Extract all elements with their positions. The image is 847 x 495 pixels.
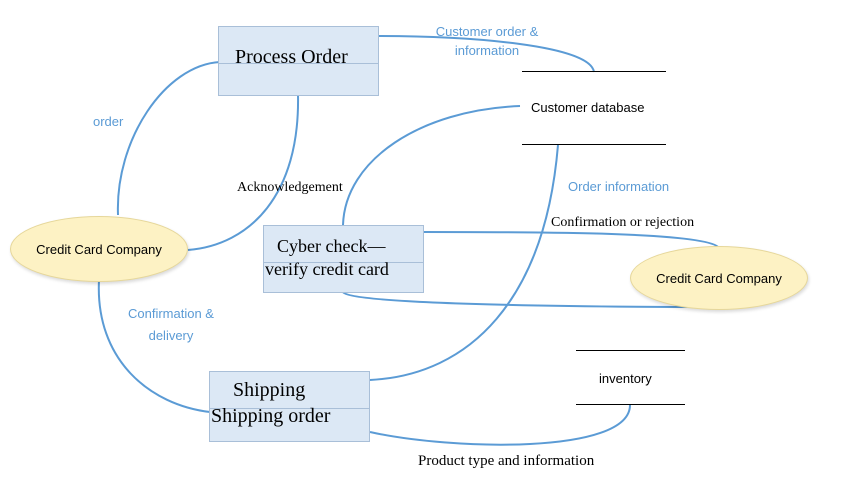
credit-card-company-left-label: Credit Card Company <box>36 241 162 257</box>
connector-entity-left-to-process-order <box>116 61 221 216</box>
cyber-check-box[interactable] <box>263 225 424 293</box>
shipping-label-line1: Shipping <box>233 379 306 401</box>
connector-process-order-to-entity-left <box>187 94 300 251</box>
inventory-top-line <box>576 350 685 351</box>
connector-cyber-check-to-customer-db <box>342 105 521 226</box>
flow-label-confirmation-delivery-line1: Confirmation & <box>128 306 214 321</box>
flow-label-product-type-info: Product type and information <box>418 453 595 469</box>
cyber-check-divider <box>264 262 423 263</box>
flow-label-customer-order-info: Customer order & information <box>422 22 552 60</box>
flow-label-confirmation-delivery-line2: delivery <box>148 328 194 343</box>
flow-label-order: order <box>93 114 124 129</box>
process-order-divider <box>219 63 378 64</box>
shipping-box[interactable] <box>209 371 370 442</box>
connector-process-order-to-customer-db <box>377 35 595 73</box>
credit-card-company-right-label: Credit Card Company <box>656 270 782 286</box>
customer-db-top-line <box>522 71 666 72</box>
customer-db-label: Customer database <box>531 100 645 115</box>
flow-label-acknowledgement: Acknowledgement <box>237 180 343 195</box>
credit-card-company-right[interactable]: Credit Card Company <box>630 246 808 310</box>
flow-label-confirmation-or-rejection: Confirmation or rejection <box>551 215 695 230</box>
connector-customer-db-to-shipping <box>369 144 559 381</box>
inventory-bottom-line <box>576 404 685 405</box>
process-order-box[interactable] <box>218 26 379 96</box>
flow-label-order-information: Order information <box>568 179 670 194</box>
shipping-label-line2: Shipping order <box>211 405 331 427</box>
credit-card-company-left[interactable]: Credit Card Company <box>10 216 188 282</box>
process-order-label: Process Order <box>235 46 348 68</box>
shipping-divider <box>210 408 369 409</box>
flow-label-confirmation-delivery: Confirmation & delivery <box>114 304 228 345</box>
connector-entity-left-to-shipping <box>97 279 211 413</box>
cyber-check-label-line2: verify credit card <box>265 259 389 279</box>
cyber-check-label-line1: Cyber check— <box>277 236 386 256</box>
inventory-label: inventory <box>599 371 652 386</box>
customer-db-bottom-line <box>522 144 666 145</box>
connector-shipping-to-inventory <box>369 404 631 446</box>
flow-label-customer-order-info-line1: Customer order & <box>435 24 539 39</box>
connector-cyber-check-to-entity-right-bottom <box>342 291 720 308</box>
connector-cyber-check-to-entity-right-top <box>423 231 720 249</box>
flow-label-customer-order-info-line2: information <box>454 43 520 58</box>
